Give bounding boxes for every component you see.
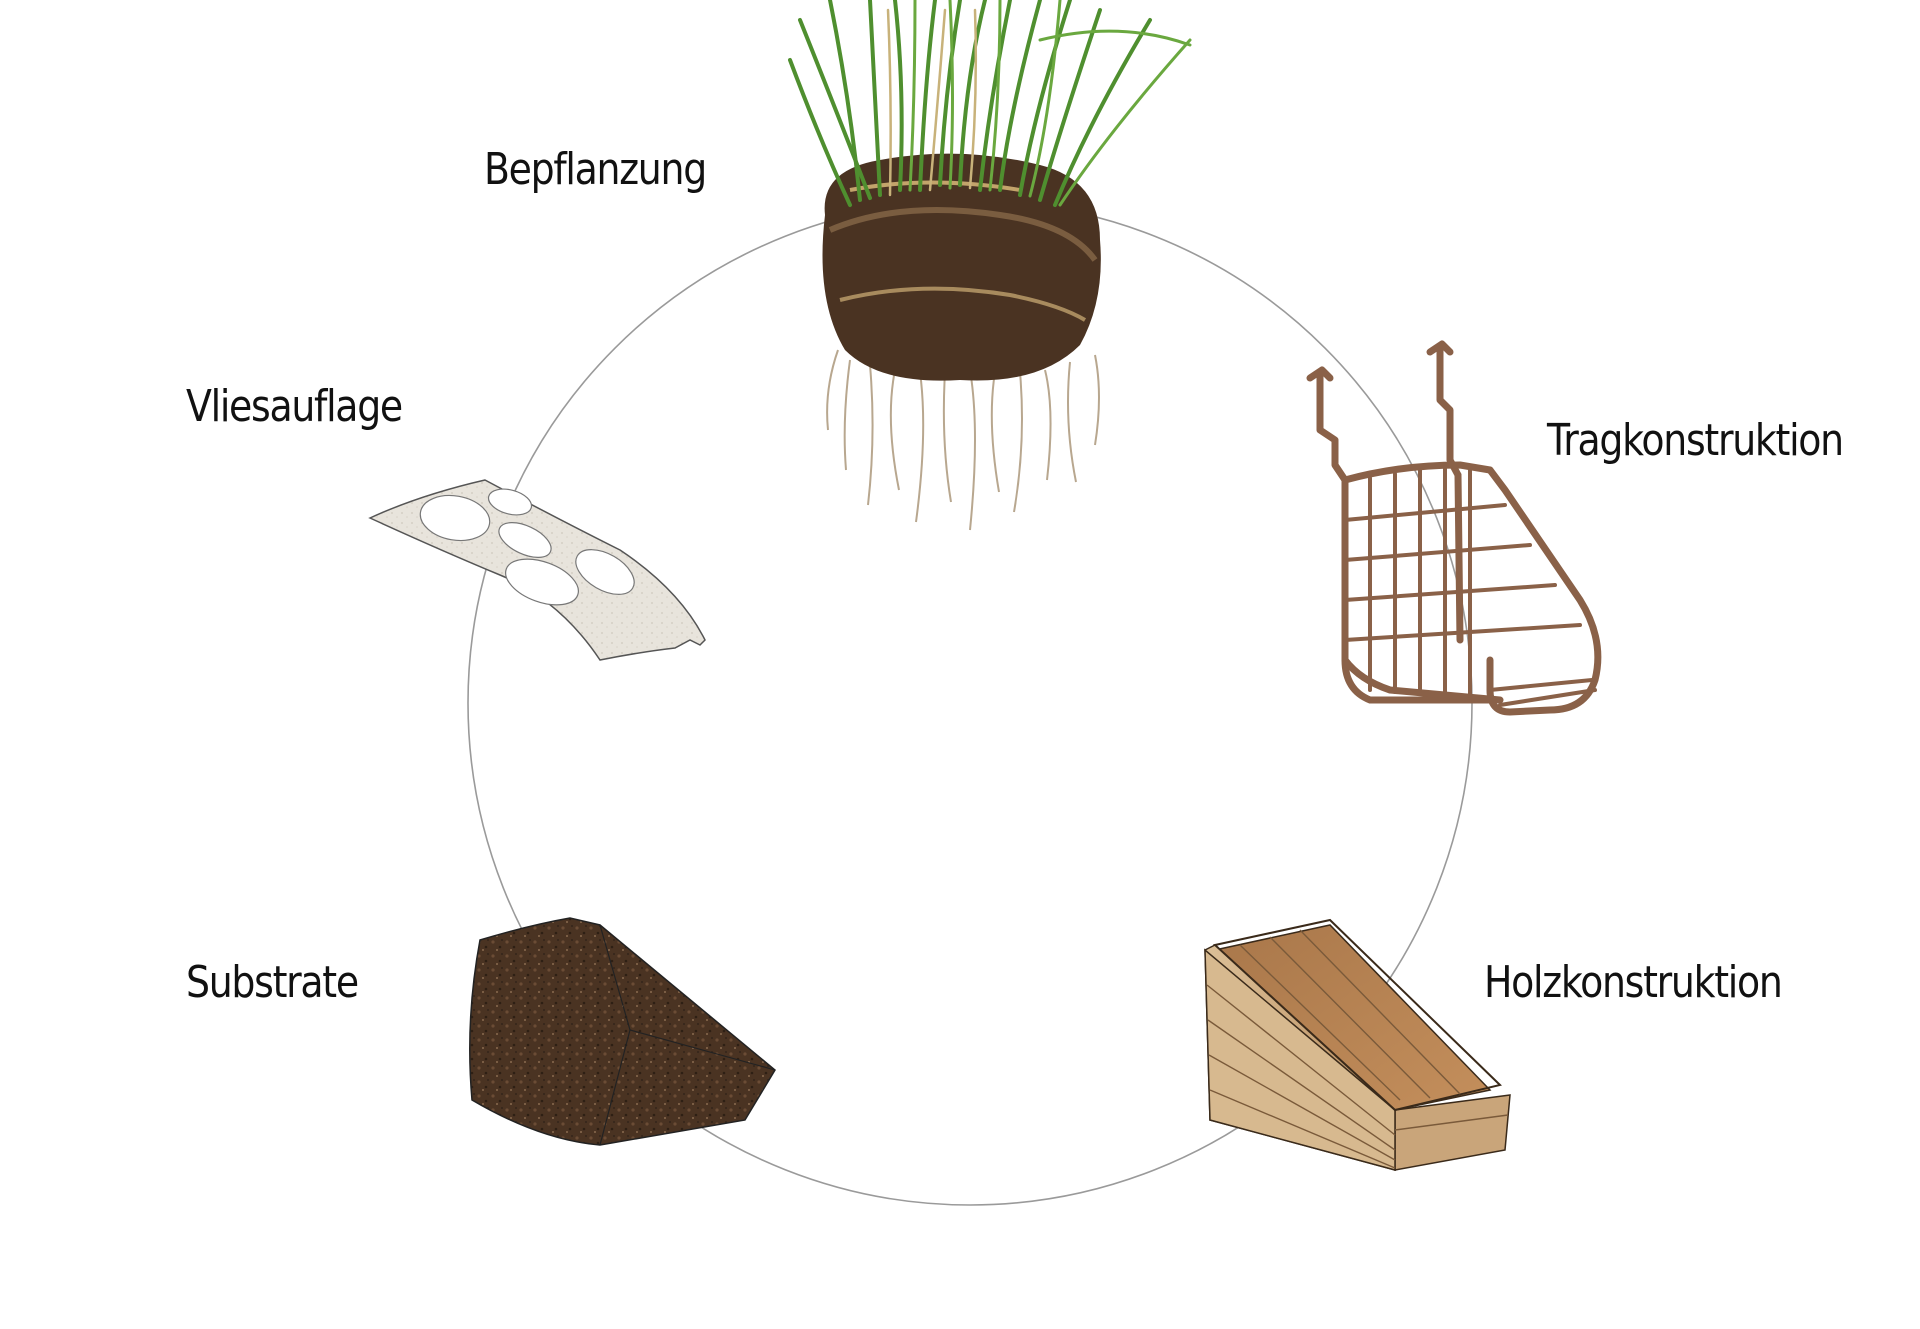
soil-block-icon <box>469 917 776 1146</box>
wooden-box-icon <box>1204 918 1511 1171</box>
label-bepflanzung: Bepflanzung <box>484 144 707 195</box>
fleece-sheet-icon <box>368 479 706 661</box>
label-vliesauflage: Vliesauflage <box>186 381 403 432</box>
label-substrate: Substrate <box>186 957 359 1008</box>
grass-plant-icon <box>788 0 1192 531</box>
label-tragkonstruktion: Tragkonstruktion <box>1547 415 1844 466</box>
label-holzkonstruktion: Holzkonstruktion <box>1484 957 1783 1008</box>
metal-frame-icon <box>1306 340 1602 716</box>
